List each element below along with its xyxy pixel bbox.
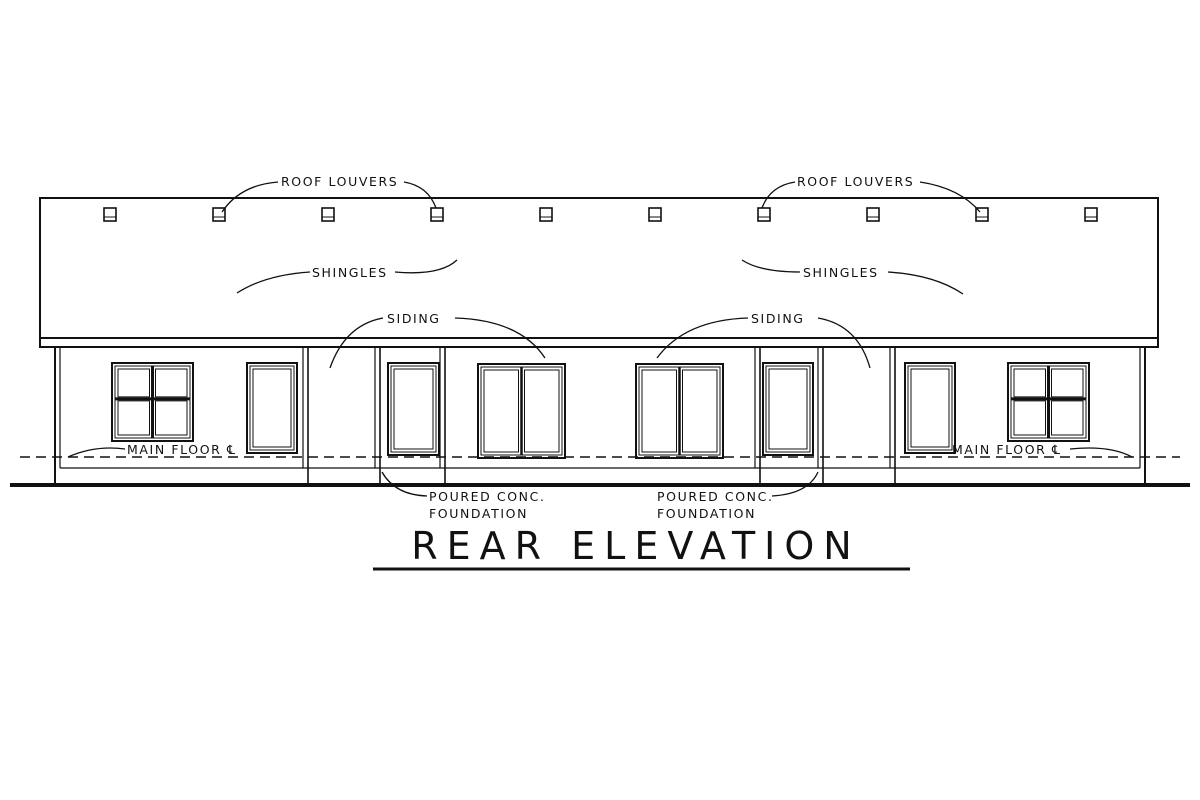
door: [904, 362, 956, 454]
french-door: [477, 363, 566, 459]
wall-post: [374, 347, 381, 485]
roof-louvers: [103, 207, 1098, 222]
label-foundation-right-2: FOUNDATION: [657, 506, 756, 521]
window: [1007, 362, 1090, 442]
label-main-floor-right: MAIN FLOOR ℄: [952, 442, 1062, 457]
roof-louver: [539, 207, 553, 222]
wall-post: [889, 347, 896, 485]
roof-louver: [430, 207, 444, 222]
roof-louver: [975, 207, 989, 222]
wall-post: [754, 347, 761, 485]
door: [246, 362, 298, 454]
window: [111, 362, 194, 442]
label-roof-louvers-left: ROOF LOUVERS: [281, 174, 398, 189]
fascia: [39, 337, 1159, 348]
wall: [20, 347, 1180, 485]
drawing-title: REAR ELEVATION: [411, 524, 860, 568]
roof-louver: [866, 207, 880, 222]
roof-louver: [321, 207, 335, 222]
roof-louver: [757, 207, 771, 222]
door: [762, 362, 814, 456]
wall-post: [302, 347, 309, 485]
label-foundation-left-2: FOUNDATION: [429, 506, 528, 521]
wall-post: [439, 347, 446, 485]
label-foundation-left-1: POURED CONC.: [429, 489, 546, 504]
label-main-floor-left: MAIN FLOOR ℄: [127, 442, 237, 457]
french-door: [635, 363, 724, 459]
wall-posts: [302, 347, 896, 485]
label-siding-left: SIDING: [387, 311, 441, 326]
roof: [39, 197, 1159, 339]
label-foundation-right-1: POURED CONC.: [657, 489, 774, 504]
leader-lines: [67, 181, 1133, 497]
roof-louver: [1084, 207, 1098, 222]
label-shingles-left: SHINGLES: [312, 265, 388, 280]
roof-louver: [103, 207, 117, 222]
wall-post: [817, 347, 824, 485]
windows-and-doors: [111, 362, 1090, 459]
label-shingles-right: SHINGLES: [803, 265, 879, 280]
label-roof-louvers-right: ROOF LOUVERS: [797, 174, 914, 189]
roof-louver: [648, 207, 662, 222]
door: [387, 362, 440, 456]
roof-louver: [212, 207, 226, 222]
label-siding-right: SIDING: [751, 311, 805, 326]
